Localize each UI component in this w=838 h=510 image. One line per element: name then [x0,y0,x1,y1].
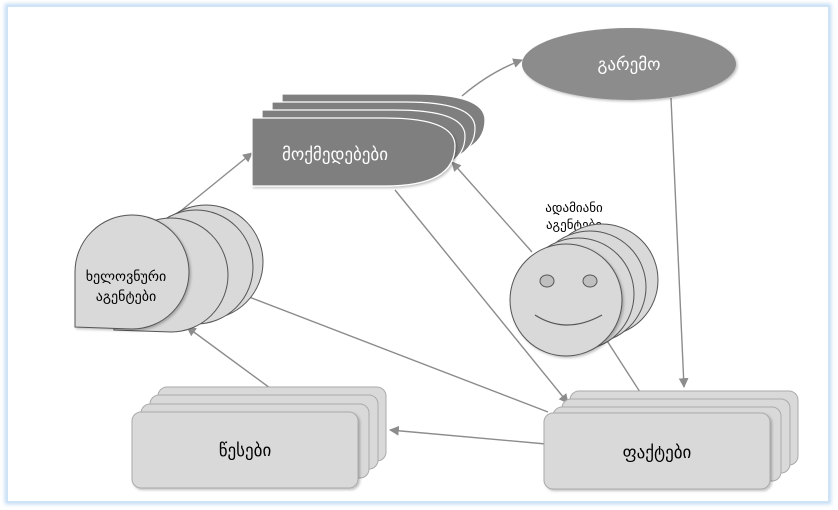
environment-label: გარემო [598,55,661,75]
smiley-right-eye [582,274,598,288]
arrow-human-agents-to-actions [451,161,533,253]
human-agents-label-line1: ადამიანი [545,201,603,216]
arrow-facts-to-human-agents [601,332,641,393]
arrow-rules-to-artificial-agents [186,326,271,389]
rules-node: წესები [131,386,387,489]
artificial-agents-label-line2: აგენტები [96,289,156,305]
arrow-actions-to-environment [461,58,523,97]
facts-label: ფაქტები [623,443,692,463]
human-agents-node: ადამიანი აგენტები [509,201,659,357]
actions-node: მოქმედებები [251,93,486,187]
rules-label: წესები [219,441,272,461]
arrow-facts-to-artificial-agents [209,280,549,413]
smiley-left-eye [539,274,555,288]
arrow-facts-to-rules [389,425,547,445]
arrow-actions-to-facts [394,189,569,404]
arrows [171,58,689,445]
arrow-environment-to-facts [670,97,689,388]
artificial-agents-node: ხელოვნური აგენტები [74,204,264,333]
facts-node: ფაქტები [543,390,799,490]
artificial-agents-label-line1: ხელოვნური [86,268,167,285]
actions-label: მოქმედებები [282,145,388,165]
smiley-mouth [534,314,603,326]
smiley-face [509,243,623,357]
environment-node: გარემო [522,28,736,100]
arrow-artificial-agents-to-actions [171,152,253,219]
